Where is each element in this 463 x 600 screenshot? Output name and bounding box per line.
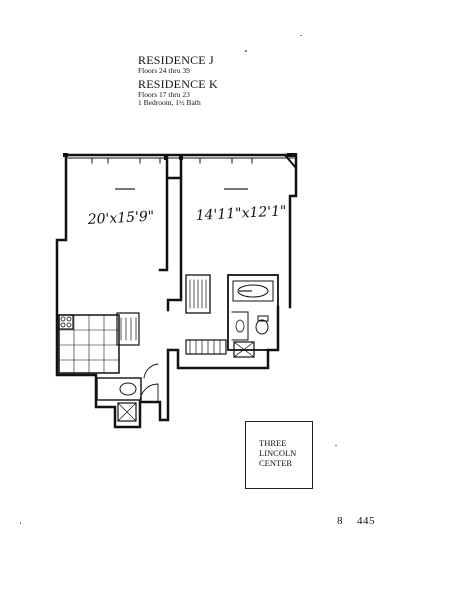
partition-wall bbox=[158, 155, 183, 312]
floor-plan-drawing: 20'x15'9" 14'11"x12'1" bbox=[55, 153, 298, 429]
bedroom-closet bbox=[185, 274, 211, 314]
scan-speck bbox=[245, 50, 247, 52]
residence-headings: RESIDENCE J Floors 24 thru 39 RESIDENCE … bbox=[138, 54, 218, 107]
logo-line-1: THREE bbox=[259, 438, 287, 448]
kitchen-closet bbox=[116, 312, 140, 346]
page-label: 8 445 bbox=[337, 515, 375, 527]
residence-j-floors: Floors 24 thru 39 bbox=[138, 66, 190, 75]
scan-speck bbox=[300, 35, 302, 36]
residence-k-floors: Floors 17 thru 23 bbox=[138, 89, 190, 99]
powder-room bbox=[96, 377, 142, 401]
toilet bbox=[255, 319, 269, 335]
entry-door bbox=[139, 383, 159, 403]
logo-line-3: CENTER bbox=[259, 458, 293, 468]
exterior-wall bbox=[55, 153, 298, 429]
logo-line-2: LINCOLN bbox=[259, 448, 297, 458]
hall-closet bbox=[185, 339, 227, 355]
page-number-right: 445 bbox=[357, 515, 375, 527]
living-room-dimension: 20'x15'9" bbox=[86, 209, 154, 229]
page-number-left: 8 bbox=[337, 515, 343, 527]
residence-k-title: RESIDENCE K bbox=[138, 76, 218, 91]
vanity bbox=[231, 311, 249, 341]
three-lincoln-center-logo: THREE LINCOLN CENTER bbox=[245, 421, 313, 489]
scan-speck bbox=[20, 522, 21, 524]
bathroom bbox=[227, 274, 279, 351]
stove bbox=[58, 314, 74, 330]
scan-speck bbox=[335, 445, 337, 446]
residence-j-title: RESIDENCE J bbox=[138, 53, 214, 67]
linen-closet bbox=[233, 341, 255, 358]
unit-description: 1 Bedroom, 1½ Bath bbox=[138, 98, 201, 107]
bedroom-dimension: 14'11"x12'1" bbox=[195, 203, 287, 224]
